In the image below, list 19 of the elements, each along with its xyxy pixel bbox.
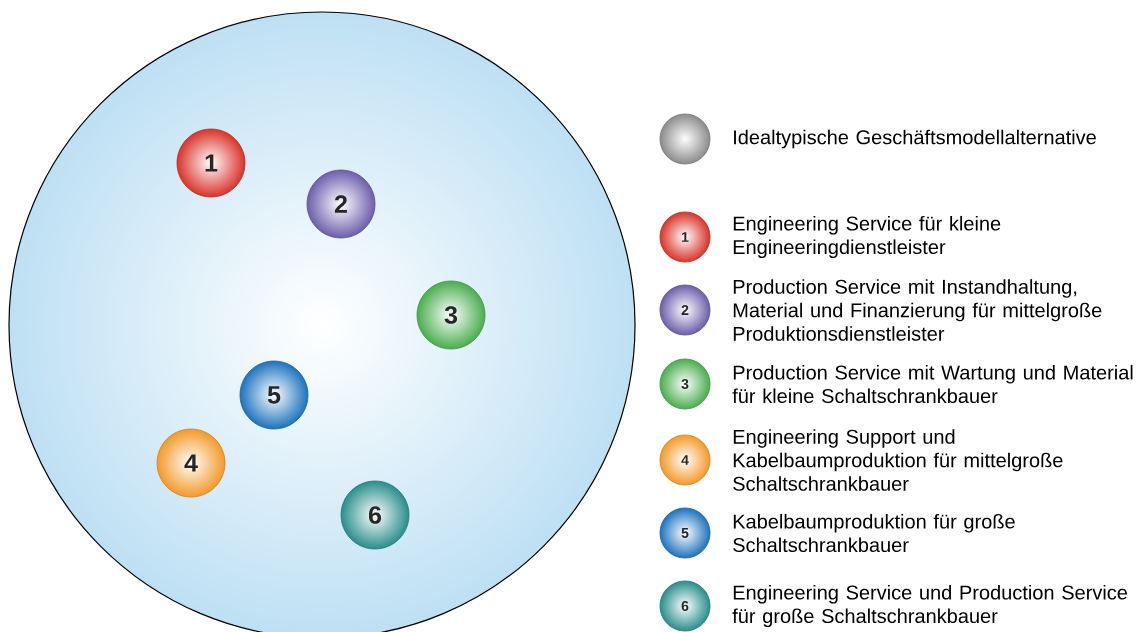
legend-text: Production Service mit Wartung und Material für kleine Schaltschrankbauer [732,364,1133,404]
numbered-ball: 3 [659,358,711,410]
numbered-ball: 4 [659,434,711,486]
legend-text: Engineering Service für kleine Engineeringdienstleister [733,215,1001,259]
legend-text: Engineering Support und Kabelbaumproduktion für mittelgroße Schaltschrankbauer [733,429,1063,491]
numbered-ball: 5 [659,507,711,559]
legend-text: Idealtypische Geschäftsmodellalternative [734,129,1096,149]
numbered-ball: 6 [659,580,711,632]
numbered-ball: 6 [340,480,410,550]
numbered-ball: 2 [306,169,376,239]
legend-text: Kabelbaumproduktion für große Schaltschrankbauer [733,513,1015,553]
numbered-ball: 1 [659,211,711,263]
numbered-ball: 2 [659,284,711,336]
numbered-ball: 4 [156,428,226,498]
numbered-ball: 5 [239,360,309,430]
legend-text: Engineering Service und Production Service für große Schaltschrankbauer [732,584,1127,628]
numbered-ball: 1 [176,128,246,198]
legend-text: Production Service mit Instandhaltung, Material und Finanzierung für mittelgroße Produktionsdienstleister [733,279,1102,341]
numbered-ball: 3 [416,280,486,350]
